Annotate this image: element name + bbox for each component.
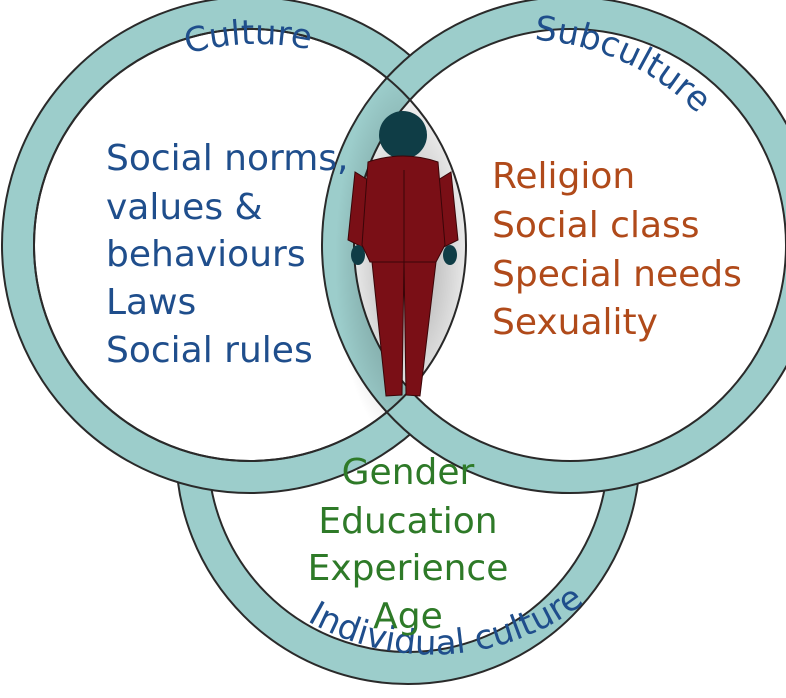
individual-culture-items: Gender Education Experience Age: [308, 452, 509, 637]
subculture-item: Social class: [492, 205, 700, 246]
individual-item: Education: [318, 501, 497, 542]
subculture-item: Religion: [492, 156, 635, 197]
individual-item: Age: [373, 596, 443, 637]
culture-items: Social norms, values & behaviours Laws S…: [106, 138, 348, 371]
person-icon: [347, 111, 459, 397]
culture-item: Social norms,: [106, 138, 348, 179]
subculture-item: Sexuality: [492, 302, 658, 343]
culture-item: behaviours: [106, 234, 306, 275]
subculture-items: Religion Social class Special needs Sexu…: [492, 156, 742, 343]
individual-item: Gender: [342, 452, 475, 493]
individual-item: Experience: [308, 548, 509, 589]
culture-item: values &: [106, 187, 263, 228]
culture-item: Laws: [106, 282, 196, 323]
subculture-ring: [321, 0, 786, 494]
culture-item: Social rules: [106, 330, 313, 371]
subculture-item: Special needs: [492, 254, 742, 295]
